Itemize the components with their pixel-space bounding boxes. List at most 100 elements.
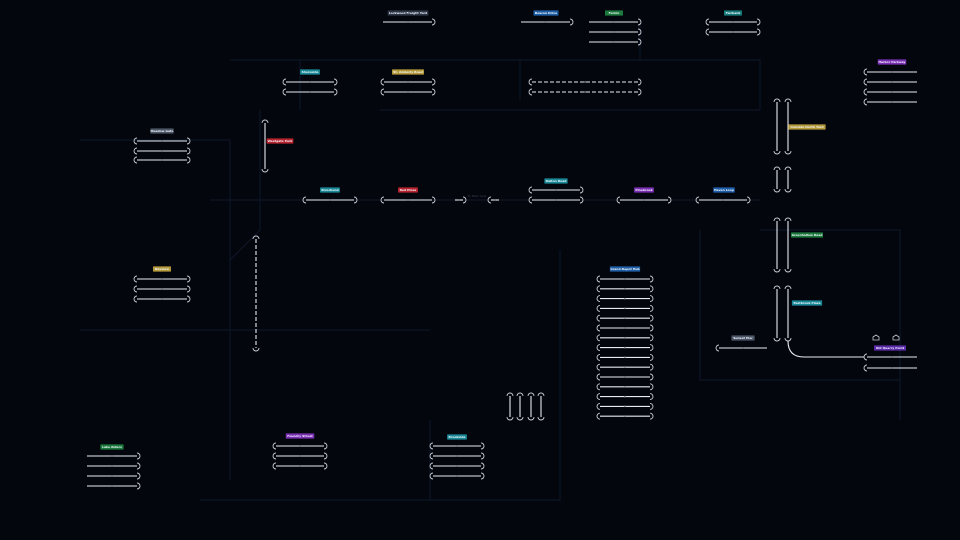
- track-siding[interactable]: [527, 392, 535, 421]
- track-siding[interactable]: [596, 353, 654, 361]
- station-label[interactable]: Fernlo: [605, 10, 623, 16]
- track-siding[interactable]: [695, 196, 751, 204]
- track-siding[interactable]: [383, 18, 436, 26]
- track-siding[interactable]: [133, 156, 191, 164]
- track-siding[interactable]: [516, 392, 524, 421]
- track-siding[interactable]: [616, 196, 672, 204]
- track-siding[interactable]: [487, 196, 499, 204]
- track-siding[interactable]: [302, 196, 358, 204]
- track-siding[interactable]: [429, 472, 485, 480]
- track-siding[interactable]: [863, 88, 917, 96]
- station-label[interactable]: St. Amberly Road: [392, 69, 424, 75]
- track-siding[interactable]: [261, 119, 269, 173]
- track-siding[interactable]: [596, 363, 654, 371]
- track-siding[interactable]: [596, 402, 654, 410]
- station-label[interactable]: Fairbank: [724, 10, 742, 16]
- station-label[interactable]: Riverbend: [320, 187, 340, 193]
- station-label[interactable]: Dalton Road: [544, 178, 568, 184]
- track-siding[interactable]: [506, 392, 514, 421]
- track-siding[interactable]: [596, 275, 654, 283]
- track-siding[interactable]: [272, 452, 328, 460]
- station-label[interactable]: Bayview: [153, 266, 171, 272]
- track-siding[interactable]: [705, 18, 761, 26]
- track-siding[interactable]: [528, 88, 642, 96]
- track-siding[interactable]: [272, 462, 328, 470]
- track-siding[interactable]: [596, 393, 654, 401]
- track-siding[interactable]: [596, 324, 654, 332]
- track-siding[interactable]: [380, 196, 436, 204]
- station-label[interactable]: Westgate Park: [266, 138, 294, 144]
- track-siding[interactable]: [528, 196, 584, 204]
- station-label[interactable]: Eastbrook Plaza: [791, 300, 823, 306]
- track-siding[interactable]: [589, 28, 642, 36]
- station-label[interactable]: Beacon Drive: [533, 10, 559, 16]
- track-siding[interactable]: [863, 364, 917, 372]
- track-siding[interactable]: [133, 275, 191, 283]
- track-siding[interactable]: [589, 18, 642, 26]
- track-siding[interactable]: [773, 217, 781, 273]
- track-siding[interactable]: [589, 38, 642, 46]
- track-siding[interactable]: [596, 383, 654, 391]
- track-siding[interactable]: [133, 285, 191, 293]
- station-label[interactable]: Meadow Gate: [150, 128, 174, 134]
- track-siding[interactable]: [380, 88, 436, 96]
- track-siding[interactable]: [863, 353, 917, 361]
- track-siding[interactable]: [133, 137, 191, 145]
- station-label[interactable]: Pinebrook: [634, 187, 654, 193]
- station-label[interactable]: Lockwood Freight Yard: [387, 10, 429, 16]
- track-siding[interactable]: [429, 442, 485, 450]
- station-label[interactable]: Harbor Parkway: [877, 59, 907, 65]
- station-label[interactable]: Lake Alders: [100, 444, 124, 450]
- track-siding[interactable]: [272, 442, 328, 450]
- station-name: Riverbend: [321, 188, 338, 192]
- track-siding[interactable]: [863, 78, 917, 86]
- station-label[interactable]: Brookside: [447, 434, 467, 440]
- station-label[interactable]: Grand Depot Hub: [609, 266, 641, 272]
- connector-track[interactable]: [787, 340, 864, 358]
- station-label[interactable]: Ironside North Yard: [788, 124, 826, 130]
- track-siding[interactable]: [773, 98, 781, 155]
- track-siding[interactable]: [252, 235, 260, 352]
- station-label[interactable]: Foundry Street: [285, 433, 315, 439]
- track-siding[interactable]: [596, 314, 654, 322]
- station-label[interactable]: Old Quarry Point: [874, 345, 906, 351]
- track-siding[interactable]: [715, 344, 767, 352]
- track-siding[interactable]: [596, 412, 654, 420]
- track-siding[interactable]: [596, 344, 654, 352]
- track-siding[interactable]: [282, 78, 338, 86]
- track-siding[interactable]: [773, 285, 781, 342]
- track-siding[interactable]: [596, 334, 654, 342]
- station-label[interactable]: Red Pines: [398, 187, 418, 193]
- track-siding[interactable]: [282, 88, 338, 96]
- track-siding[interactable]: [705, 28, 761, 36]
- track-siding[interactable]: [784, 285, 792, 342]
- track-siding[interactable]: [773, 166, 781, 193]
- track-siding[interactable]: [863, 68, 917, 76]
- track-siding[interactable]: [521, 18, 574, 26]
- track-siding[interactable]: [596, 295, 654, 303]
- track-siding[interactable]: [596, 285, 654, 293]
- track-siding[interactable]: [528, 186, 584, 194]
- track-siding[interactable]: [87, 452, 141, 460]
- track-siding[interactable]: [528, 78, 642, 86]
- track-siding[interactable]: [429, 462, 485, 470]
- station-label[interactable]: Shoreside: [300, 69, 320, 75]
- track-siding[interactable]: [596, 304, 654, 312]
- track-siding[interactable]: [133, 295, 191, 303]
- track-siding[interactable]: [87, 472, 141, 480]
- station-label[interactable]: Sunset Pier: [731, 335, 755, 341]
- track-siding[interactable]: [596, 373, 654, 381]
- station-label[interactable]: Greenhollow Road: [791, 232, 823, 238]
- track-siding[interactable]: [87, 462, 141, 470]
- track-siding[interactable]: [784, 217, 792, 273]
- track-siding[interactable]: [863, 98, 917, 106]
- station-label[interactable]: Haven Loop: [713, 187, 735, 193]
- track-siding[interactable]: [87, 482, 141, 490]
- track-siding[interactable]: [455, 196, 467, 204]
- track-siding[interactable]: [380, 78, 436, 86]
- track-siding[interactable]: [537, 392, 545, 421]
- track-siding[interactable]: [429, 452, 485, 460]
- track-siding[interactable]: [133, 147, 191, 155]
- track-siding[interactable]: [784, 98, 792, 155]
- track-siding[interactable]: [784, 166, 792, 193]
